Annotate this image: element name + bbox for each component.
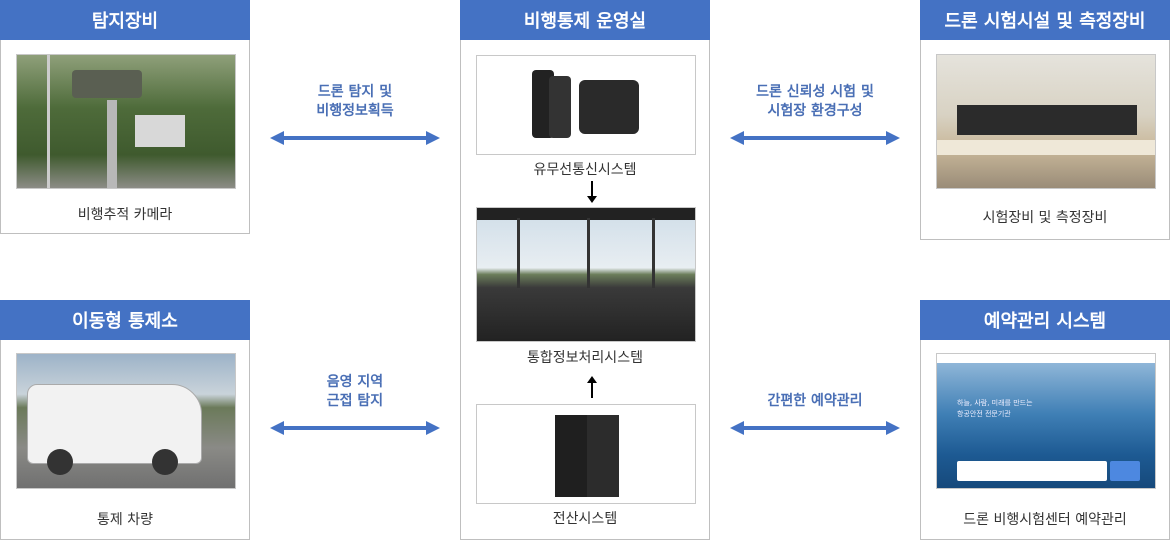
up-arrow xyxy=(587,376,597,398)
shadow-area-arrow: 음영 지역 근접 탐지 xyxy=(270,373,440,435)
detection-arrow-label-2: 비행정보획득 xyxy=(316,103,394,119)
double-arrow-icon xyxy=(270,131,440,145)
tracking-camera-caption: 비행추적 카메라 xyxy=(77,207,173,223)
mobile-control-title: 이동형 통제소 xyxy=(0,300,250,340)
integrated-info-system-caption: 통합정보처리시스템 xyxy=(527,350,643,366)
reliability-arrow-label-2: 시험장 환경구성 xyxy=(767,103,863,119)
double-arrow-icon xyxy=(270,421,440,435)
server-photo xyxy=(476,404,696,504)
reservation-system-box: 예약관리 시스템 하늘, 사람, 미래를 만드는 항공안전 전문기관 드론 비행… xyxy=(920,300,1170,540)
double-arrow-icon xyxy=(730,131,900,145)
website-slogan-line2: 항공안전 전문기관 xyxy=(957,410,1011,418)
reservation-caption: 드론 비행시험센터 예약관리 xyxy=(963,512,1127,528)
reliability-test-arrow: 드론 신뢰성 시험 및 시험장 환경구성 xyxy=(730,83,900,145)
comm-system-caption: 유무선통신시스템 xyxy=(533,162,637,178)
control-vehicle-photo xyxy=(16,353,236,489)
flight-control-room-title: 비행통제 운영실 xyxy=(460,0,710,40)
shadow-area-arrow-label-1: 음영 지역 xyxy=(326,374,384,390)
detection-arrow-label-1: 드론 탐지 및 xyxy=(317,84,393,100)
reliability-arrow-label-1: 드론 신뢰성 시험 및 xyxy=(756,84,874,100)
down-arrow xyxy=(587,181,597,203)
tracking-camera-photo xyxy=(16,54,236,189)
reservation-system-title: 예약관리 시스템 xyxy=(920,300,1170,340)
control-room-photo xyxy=(476,207,696,342)
reservation-arrow: 간편한 예약관리 xyxy=(730,392,900,435)
test-facility-box: 드론 시험시설 및 측정장비 시험장비 및 측정장비 xyxy=(920,0,1170,240)
flight-control-room-box: 비행통제 운영실 유무선통신시스템 통합정보처리시스템 전산시스템 xyxy=(460,0,710,540)
phone-system-photo xyxy=(476,55,696,155)
mobile-control-box: 이동형 통제소 통제 차량 xyxy=(0,300,250,540)
reservation-arrow-label: 간편한 예약관리 xyxy=(767,393,863,409)
test-equipment-photo xyxy=(936,54,1156,189)
detection-equipment-box: 탐지장비 비행추적 카메라 xyxy=(0,0,250,234)
detection-equipment-title: 탐지장비 xyxy=(0,0,250,40)
test-facility-title: 드론 시험시설 및 측정장비 xyxy=(920,0,1170,40)
detection-arrow: 드론 탐지 및 비행정보획득 xyxy=(270,83,440,145)
control-vehicle-caption: 통제 차량 xyxy=(97,512,153,528)
test-equipment-caption: 시험장비 및 측정장비 xyxy=(982,210,1108,226)
website-slogan-line1: 하늘, 사람, 미래를 만드는 xyxy=(957,399,1033,407)
shadow-area-arrow-label-2: 근접 탐지 xyxy=(326,393,384,409)
computing-system-caption: 전산시스템 xyxy=(552,511,618,527)
reservation-website-screenshot: 하늘, 사람, 미래를 만드는 항공안전 전문기관 xyxy=(936,353,1156,489)
double-arrow-icon xyxy=(730,421,900,435)
